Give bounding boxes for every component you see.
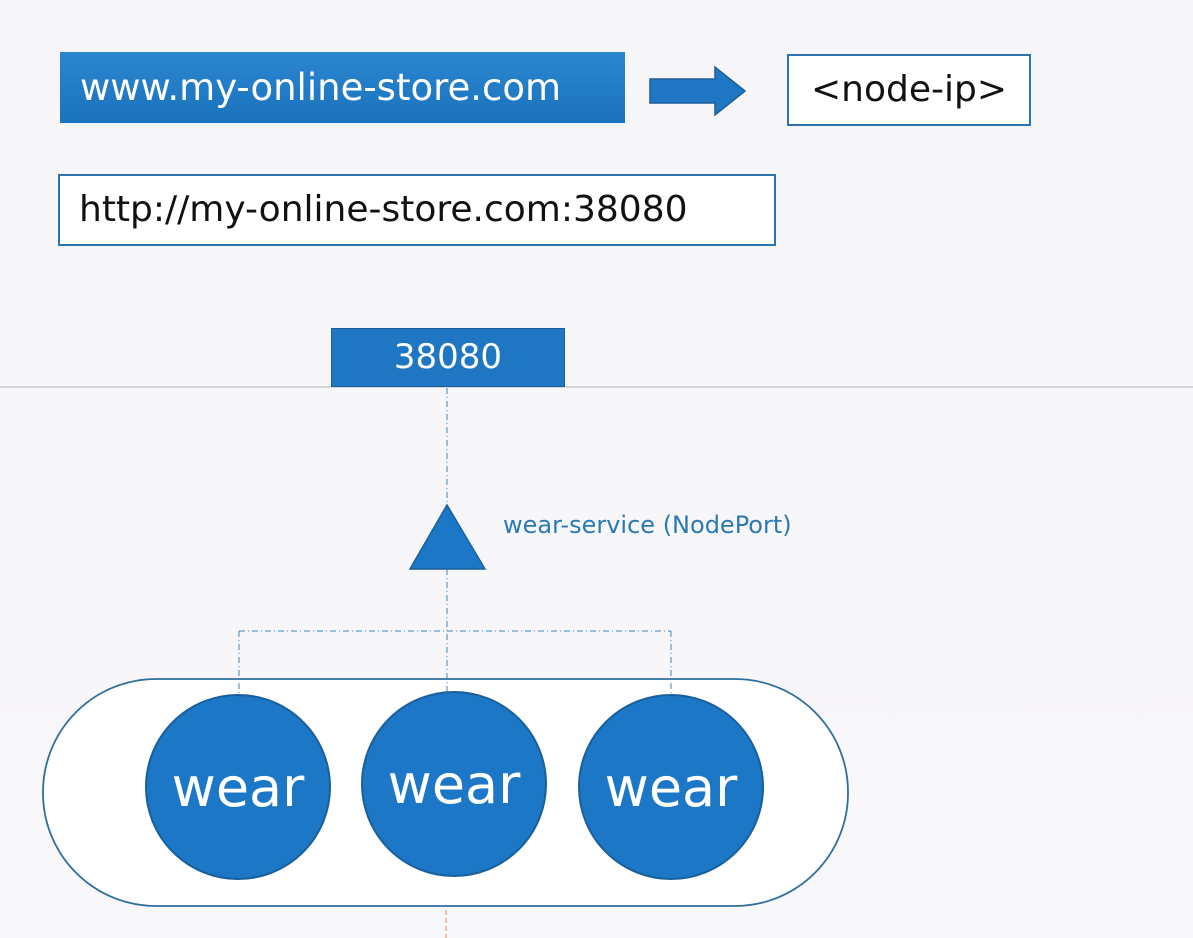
pod-label: wear	[171, 755, 305, 819]
node-port-box: 38080	[331, 328, 565, 387]
service-label: wear-service (NodePort)	[503, 511, 792, 539]
triangle-icon	[408, 503, 487, 570]
node-ip-box: <node-ip>	[787, 54, 1031, 126]
domain-name-box: www.my-online-store.com	[60, 52, 625, 123]
pod-1: wear	[145, 694, 331, 880]
domain-name-text: www.my-online-store.com	[80, 66, 562, 109]
pod-label: wear	[604, 755, 738, 819]
right-arrow-icon	[649, 65, 747, 117]
node-ip-text: <node-ip>	[810, 69, 1007, 110]
pod-label: wear	[387, 752, 521, 816]
url-box: http://my-online-store.com:38080	[58, 174, 776, 246]
url-text: http://my-online-store.com:38080	[79, 189, 688, 230]
node-port-text: 38080	[393, 337, 503, 377]
pod-3: wear	[578, 694, 764, 880]
pod-2: wear	[361, 691, 547, 877]
